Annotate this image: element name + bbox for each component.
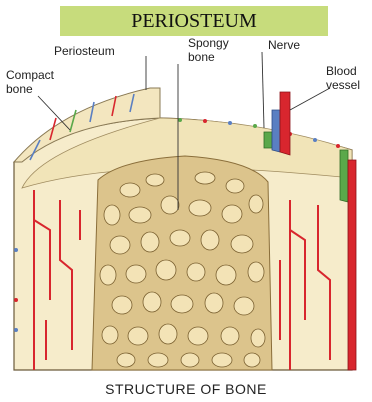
diagram-caption: STRUCTURE OF BONE [0, 381, 372, 397]
label-nerve: Nerve [268, 38, 300, 52]
label-blood-vessel-line2: vessel [326, 78, 360, 92]
label-spongy-bone-line2: bone [188, 50, 229, 64]
label-spongy-bone: Spongy bone [188, 36, 229, 64]
label-spongy-bone-line1: Spongy [188, 36, 229, 50]
label-compact-bone: Compact bone [6, 68, 54, 96]
label-blood-vessel-line1: Blood [326, 64, 360, 78]
label-periosteum: Periosteum [54, 44, 115, 58]
label-compact-bone-line1: Compact [6, 68, 54, 82]
label-blood-vessel: Blood vessel [326, 64, 360, 92]
label-compact-bone-line2: bone [6, 82, 54, 96]
spongy-bone-region [92, 156, 272, 370]
